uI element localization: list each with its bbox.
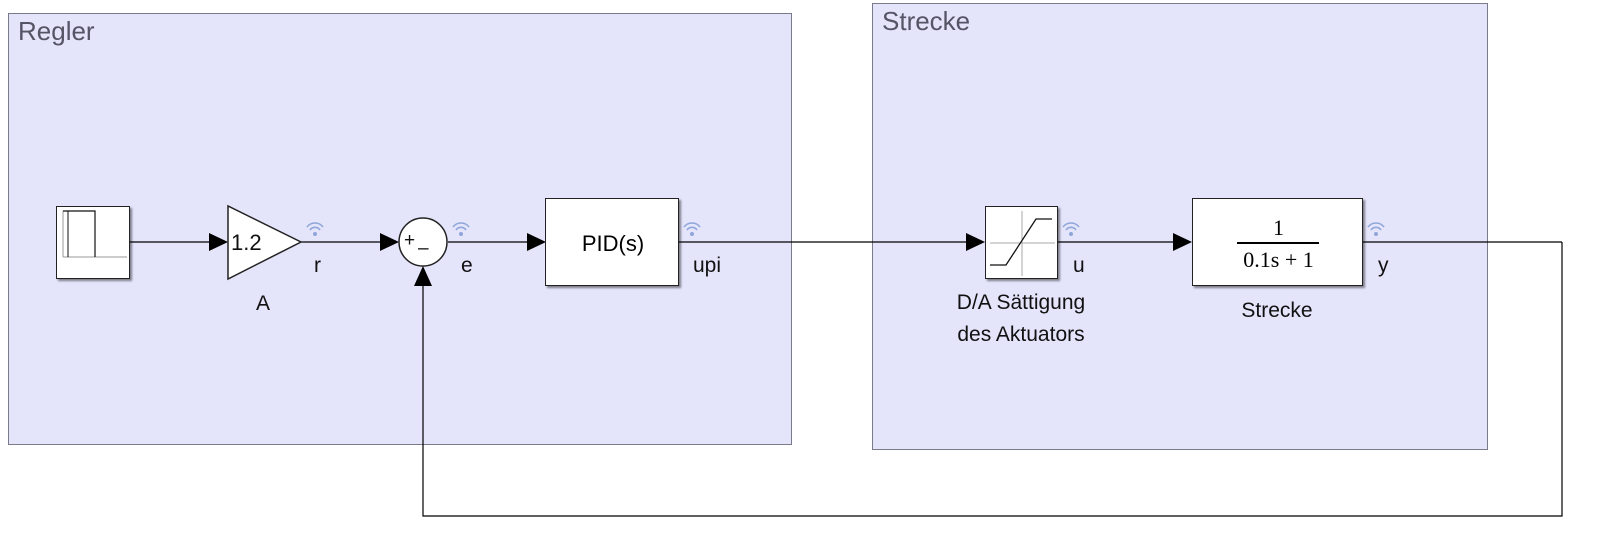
- saturation-block[interactable]: [985, 206, 1058, 279]
- saturation-name-line2: des Aktuators: [957, 323, 1085, 346]
- saturation-icon: [990, 211, 1055, 276]
- logging-markers: [306, 222, 1385, 236]
- gain-value: 1.2: [231, 230, 262, 255]
- tf-fraction-bar: [1237, 242, 1319, 244]
- saturation-name-line1: D/A Sättigung: [956, 291, 1086, 314]
- wire-feedback: [422, 242, 1563, 517]
- wifi-signal-icon: [452, 222, 470, 236]
- tf-numerator: 1: [1273, 215, 1284, 240]
- plant-area[interactable]: [872, 3, 1488, 450]
- arrow-sum-in: [380, 233, 399, 251]
- arrow-gain-in: [209, 233, 228, 251]
- signal-label-e: e: [461, 254, 473, 277]
- pid-label: PID(s): [581, 231, 645, 256]
- signal-label-y: y: [1378, 254, 1389, 277]
- gain-block[interactable]: [227, 204, 303, 281]
- signal-label-r: r: [314, 254, 321, 277]
- transfer-function-block[interactable]: 1 0.1s + 1: [1192, 198, 1363, 286]
- arrow-tf-in: [1173, 233, 1192, 251]
- controller-area-title: Regler: [18, 16, 95, 46]
- gain-block-name: A: [256, 292, 271, 315]
- tf-block-name: Strecke: [1241, 299, 1313, 322]
- sum-minus-sign: –: [418, 238, 429, 259]
- wifi-signal-icon: [306, 222, 324, 236]
- wifi-signal-icon: [1367, 222, 1385, 236]
- arrow-feedback-in: [414, 266, 432, 286]
- tf-denominator: 0.1s + 1: [1243, 247, 1314, 272]
- pid-block[interactable]: PID(s): [545, 198, 679, 286]
- step-icon: [62, 210, 127, 258]
- wifi-signal-icon: [683, 222, 701, 236]
- arrow-saturation-in: [966, 233, 985, 251]
- signal-label-upi: upi: [693, 254, 722, 277]
- step-source-block[interactable]: [56, 206, 130, 279]
- wifi-signal-icon: [1062, 222, 1080, 236]
- sum-block[interactable]: [398, 217, 448, 267]
- plant-area-title: Strecke: [882, 6, 971, 36]
- signal-label-u: u: [1073, 254, 1085, 277]
- sum-plus-sign: +: [404, 230, 416, 251]
- arrow-pid-in: [527, 233, 546, 251]
